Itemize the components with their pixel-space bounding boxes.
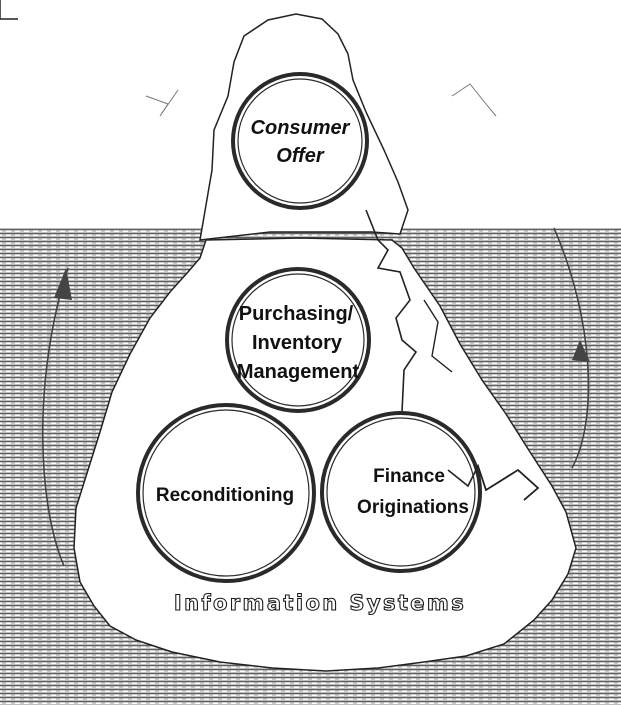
- right-cycle-arrow: [553, 227, 590, 469]
- circle-reconditioning-inner: [142, 409, 310, 577]
- finance-label-line1: Finance: [373, 466, 445, 487]
- sky-mark-left: [145, 89, 179, 117]
- left-cycle-arrow: [41, 267, 69, 567]
- ice-crack-branch: [423, 299, 453, 373]
- reconditioning-label: Reconditioning: [156, 485, 294, 506]
- consumer-offer-label-line1: Consumer: [251, 117, 351, 139]
- purchasing-label-line3: Management: [237, 361, 360, 383]
- circle-consumer-offer-inner: [237, 78, 363, 204]
- circle-consumer-offer: [231, 72, 369, 210]
- purchasing-label-line1: Purchasing/: [239, 303, 354, 325]
- information-systems-label: Information Systems: [174, 591, 466, 615]
- circle-purchasing-inventory-inner: [231, 273, 365, 407]
- circle-purchasing-inventory: [225, 267, 371, 413]
- left-arrow-head: [54, 268, 72, 300]
- circle-finance-originations-inner: [326, 417, 476, 567]
- consumer-offer-label-line2: Offer: [276, 145, 325, 167]
- ice-crack-overlay: [447, 463, 540, 501]
- circle-reconditioning: [136, 403, 316, 583]
- circle-finance-originations: [320, 411, 482, 573]
- purchasing-label-line2: Inventory: [252, 332, 343, 354]
- right-arrow-head: [572, 340, 590, 362]
- sky-mark-right: [451, 83, 497, 117]
- finance-label-line2: Originations: [357, 497, 469, 518]
